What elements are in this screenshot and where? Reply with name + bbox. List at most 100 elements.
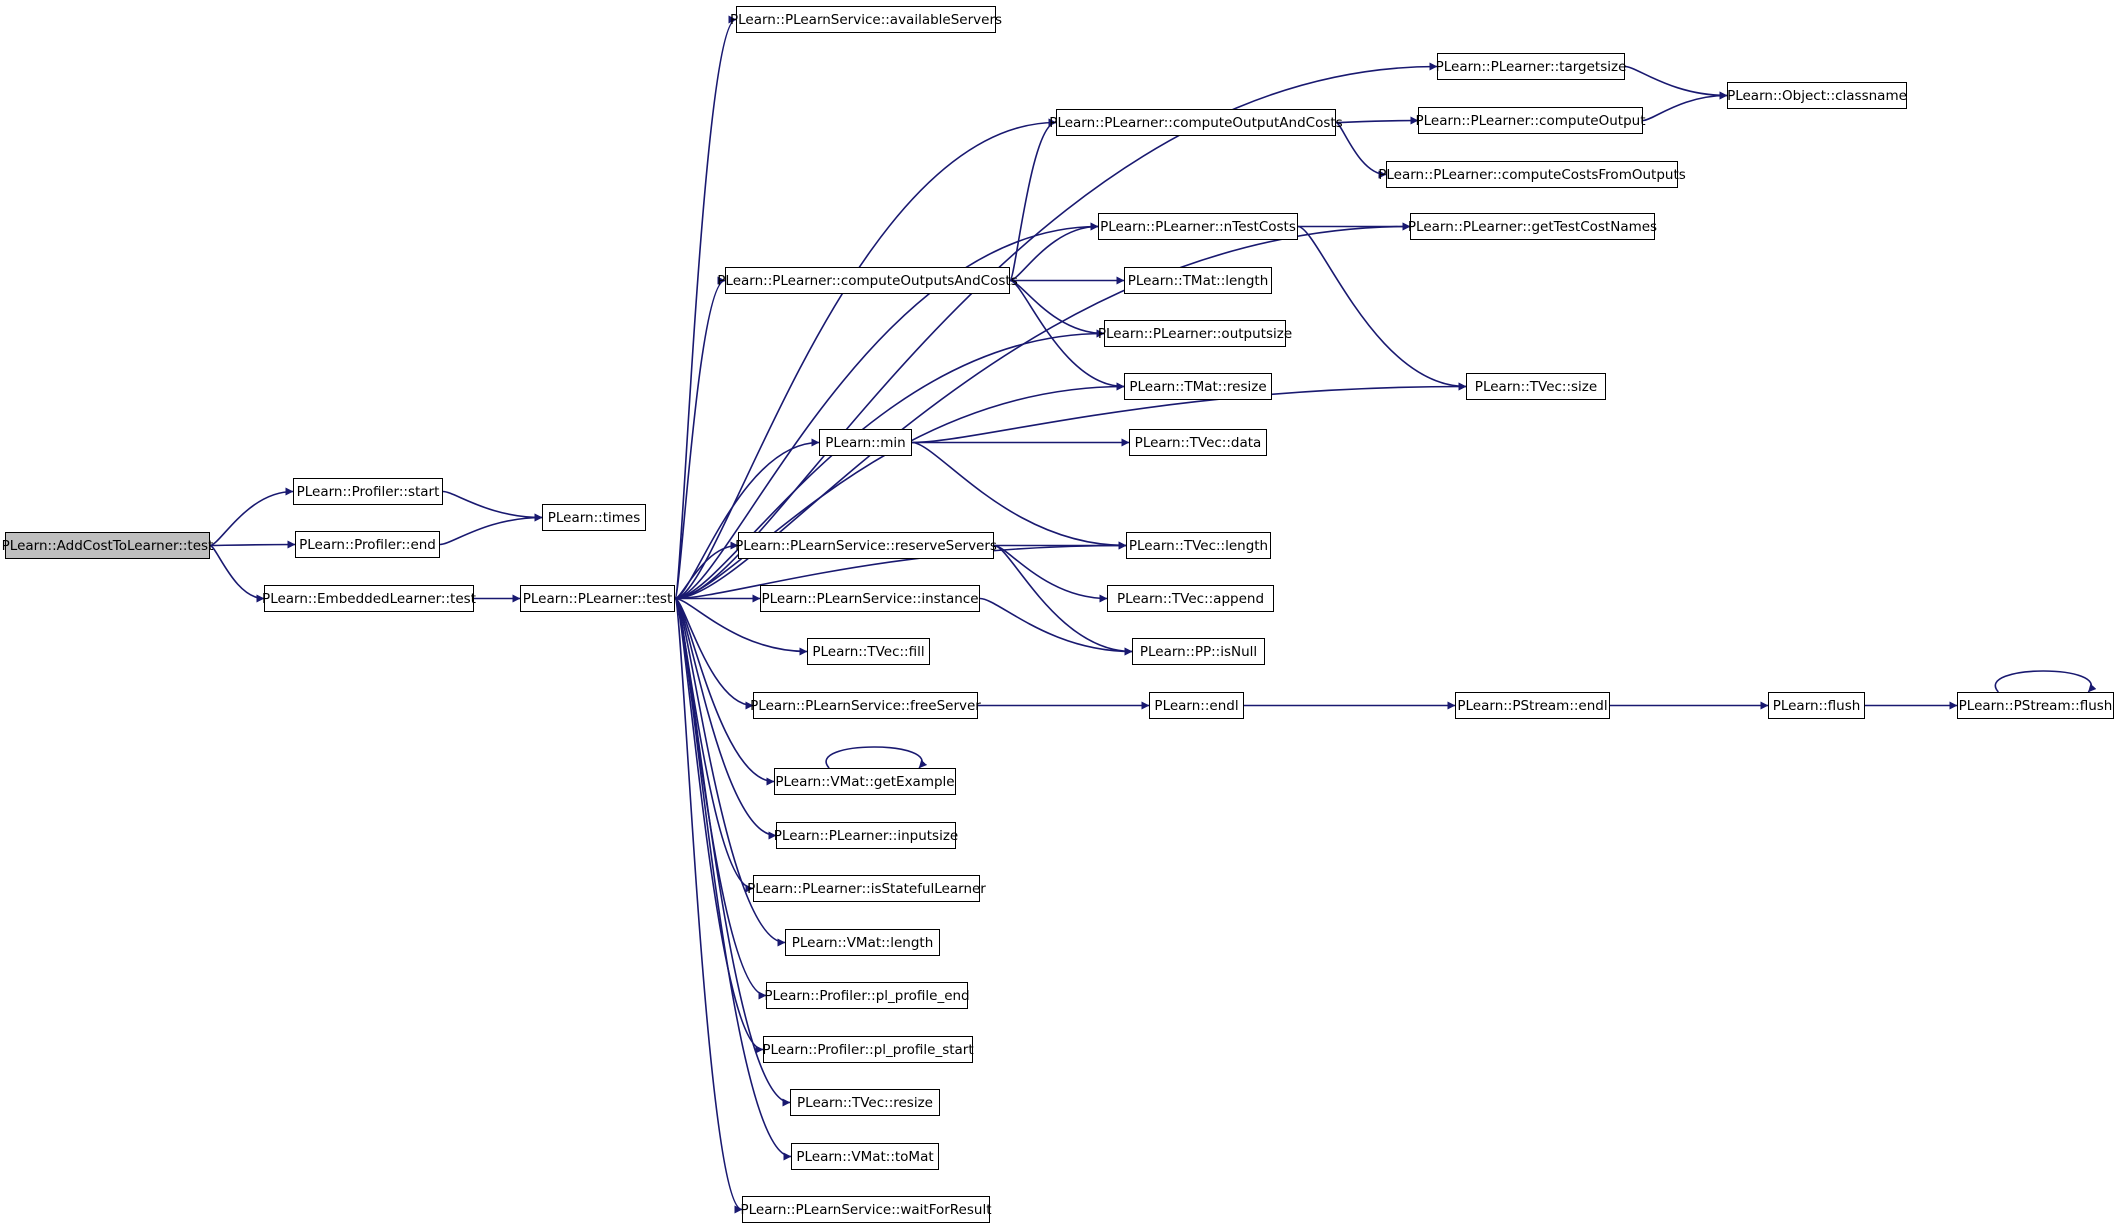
node-label: PLearn::PP::isNull	[1139, 643, 1258, 660]
node-label: PLearn::Profiler::end	[299, 536, 436, 553]
node-prof-start[interactable]: PLearn::Profiler::start	[293, 478, 443, 505]
edge-addcost_test-to-embedded_test	[209, 544, 265, 603]
edge-nTestCosts-to-tvec_size	[1297, 225, 1467, 391]
edge-addcost_test-to-prof_start	[209, 487, 294, 547]
node-label: PLearn::PLearner::inputsize	[773, 827, 959, 844]
node-min[interactable]: PLearn::min	[819, 429, 912, 456]
node-plearner-test[interactable]: PLearn::PLearner::test	[520, 585, 675, 612]
node-tmat-length[interactable]: PLearn::TMat::length	[1124, 267, 1272, 294]
node-label: PLearn::times	[547, 509, 641, 526]
node-getExample[interactable]: PLearn::VMat::getExample	[774, 768, 956, 795]
node-label: PLearn::AddCostToLearner::test	[1, 537, 214, 554]
node-isStatefulLearner[interactable]: PLearn::PLearner::isStatefulLearner	[747, 875, 986, 902]
node-cOAC[interactable]: PLearn::PLearner::computeOutputAndCosts	[1049, 109, 1343, 136]
edge-targetsize-to-classname	[1624, 65, 1728, 100]
edge-pstream_flush-to-pstream_flush	[1994, 670, 2097, 693]
edge-plearner_test-to-cOAC	[674, 118, 1057, 600]
edge-reserveServers-to-tvec_append	[993, 544, 1108, 603]
node-label: PLearn::Profiler::pl_profile_end	[764, 987, 970, 1004]
node-tvec-fill[interactable]: PLearn::TVec::fill	[807, 638, 930, 665]
node-pstream-flush[interactable]: PLearn::PStream::flush	[1957, 692, 2114, 719]
edge-plearner_test-to-pl_profile_start	[674, 597, 764, 1054]
node-flush[interactable]: PLearn::flush	[1768, 692, 1865, 719]
node-available-servers[interactable]: PLearn::PLearnService::availableServers	[730, 6, 1002, 33]
node-label: PLearn::PLearner::computeOutputsAndCosts	[717, 272, 1018, 289]
edge-plearner_test-to-outputsize	[674, 329, 1105, 600]
edge-plearner_test-to-min	[674, 438, 820, 600]
node-getTestCostNames[interactable]: PLearn::PLearner::getTestCostNames	[1407, 213, 1658, 240]
node-embedded-test[interactable]: PLearn::EmbeddedLearner::test	[262, 585, 476, 612]
node-pstream-endl[interactable]: PLearn::PStream::endl	[1455, 692, 1610, 719]
edge-plearner_test-to-tvec_fill	[674, 597, 808, 656]
node-label: PLearn::PLearnService::waitForResult	[740, 1201, 992, 1218]
node-label: PLearn::EmbeddedLearner::test	[262, 590, 476, 607]
edge-prof_end-to-times	[439, 513, 543, 546]
node-inputsize[interactable]: PLearn::PLearner::inputsize	[773, 822, 959, 849]
node-label: PLearn::PLearner::test	[522, 590, 673, 607]
node-tmat-resize[interactable]: PLearn::TMat::resize	[1124, 373, 1272, 400]
node-times[interactable]: PLearn::times	[542, 504, 646, 531]
node-label: PLearn::TVec::size	[1474, 378, 1598, 395]
node-pl-profile-end[interactable]: PLearn::Profiler::pl_profile_end	[764, 982, 970, 1009]
node-reserveServers[interactable]: PLearn::PLearnService::reserveServers	[735, 532, 997, 559]
node-tvec-append[interactable]: PLearn::TVec::append	[1107, 585, 1274, 612]
edge-plearner_test-to-tvec_length	[674, 541, 1127, 600]
node-label: PLearn::flush	[1772, 697, 1861, 714]
edge-plearner_test-to-vmat_length	[674, 597, 786, 947]
edge-plearner_test-to-toMat	[674, 597, 792, 1161]
node-outputsize[interactable]: PLearn::PLearner::outputsize	[1098, 320, 1292, 347]
node-label: PLearn::TMat::resize	[1129, 378, 1267, 395]
node-label: PLearn::PLearner::getTestCostNames	[1407, 218, 1658, 235]
node-cOsAC[interactable]: PLearn::PLearner::computeOutputsAndCosts	[717, 267, 1018, 294]
node-freeServer[interactable]: PLearn::PLearnService::freeServer	[750, 692, 981, 719]
edge-plearner_test-to-reserveServers	[674, 541, 739, 600]
edge-cOsAC-to-cOAC	[1009, 118, 1057, 282]
edge-getExample-to-getExample	[825, 746, 928, 769]
node-tvec-size[interactable]: PLearn::TVec::size	[1466, 373, 1606, 400]
node-label: PLearn::Profiler::start	[296, 483, 440, 500]
node-label: PLearn::PLearner::outputsize	[1097, 325, 1293, 342]
edge-plearner_test-to-nTestCosts	[674, 222, 1099, 600]
node-vmat-length[interactable]: PLearn::VMat::length	[785, 929, 940, 956]
node-tvec-resize[interactable]: PLearn::TVec::resize	[790, 1089, 940, 1116]
node-label: PLearn::min	[825, 434, 906, 451]
node-label: PLearn::PLearner::nTestCosts	[1100, 218, 1296, 235]
node-prof-end[interactable]: PLearn::Profiler::end	[295, 531, 440, 558]
node-label: PLearn::PStream::endl	[1457, 697, 1608, 714]
node-computeOutput[interactable]: PLearn::PLearner::computeOutput	[1415, 107, 1646, 134]
edge-computeOutput-to-classname	[1642, 91, 1728, 122]
edge-min-to-tvec_length	[911, 441, 1127, 550]
node-pl-profile-start[interactable]: PLearn::Profiler::pl_profile_start	[762, 1036, 974, 1063]
node-label: PLearn::TVec::length	[1128, 537, 1269, 554]
edge-instance-to-pp_isnull	[979, 597, 1133, 656]
node-endl[interactable]: PLearn::endl	[1149, 692, 1244, 719]
node-nTestCosts[interactable]: PLearn::PLearner::nTestCosts	[1098, 213, 1298, 240]
node-toMat[interactable]: PLearn::VMat::toMat	[791, 1143, 939, 1170]
edge-plearner_test-to-tmat_resize	[674, 382, 1125, 600]
edge-cOAC-to-computeCostsFromOutputs	[1335, 121, 1387, 179]
edge-reserveServers-to-pp_isnull	[993, 544, 1133, 656]
node-label: PLearn::PLearner::computeOutput	[1415, 112, 1646, 129]
edge-min-to-tvec_size	[911, 382, 1467, 444]
node-targetsize[interactable]: PLearn::PLearner::targetsize	[1435, 53, 1627, 80]
node-tvec-length[interactable]: PLearn::TVec::length	[1126, 532, 1271, 559]
node-tvec-data[interactable]: PLearn::TVec::data	[1129, 429, 1267, 456]
node-label: PLearn::TVec::data	[1134, 434, 1262, 451]
node-addcost-test: PLearn::AddCostToLearner::test	[2, 532, 213, 559]
node-label: PLearn::endl	[1154, 697, 1239, 714]
edge-plearner_test-to-waitForResult	[674, 597, 743, 1214]
edge-cOAC-to-computeOutput	[1335, 116, 1419, 125]
edge-prof_start-to-times	[442, 490, 543, 522]
node-waitForResult[interactable]: PLearn::PLearnService::waitForResult	[740, 1196, 992, 1223]
node-computeCostsFromOutputs[interactable]: PLearn::PLearner::computeCostsFromOutput…	[1378, 161, 1686, 188]
node-label: PLearn::PLearner::targetsize	[1435, 58, 1627, 75]
node-label: PLearn::TVec::fill	[812, 643, 925, 660]
node-classname[interactable]: PLearn::Object::classname	[1727, 82, 1907, 109]
node-pp-isnull[interactable]: PLearn::PP::isNull	[1132, 638, 1265, 665]
node-label: PLearn::PLearnService::availableServers	[729, 11, 1003, 28]
node-label: PLearn::VMat::getExample	[775, 773, 955, 790]
node-label: PLearn::Object::classname	[1727, 87, 1907, 104]
node-instance[interactable]: PLearn::PLearnService::instance	[760, 585, 980, 612]
